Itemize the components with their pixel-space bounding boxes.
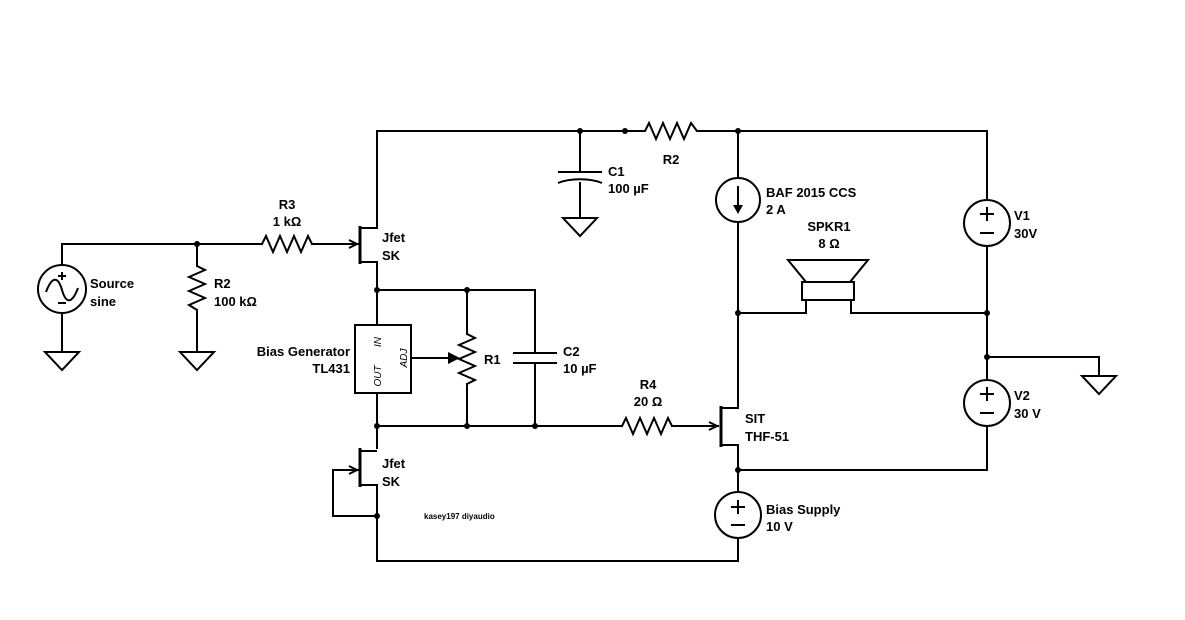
- c1-capacitor-symbol: [557, 171, 603, 184]
- r2-feedback-resistor-symbol: [644, 120, 698, 142]
- r2-input-value-label: 100 kΩ: [214, 294, 257, 309]
- jfet-top-symbol: [348, 226, 377, 264]
- v2-name-label: V2: [1014, 388, 1030, 403]
- v1-value-label: 30V: [1014, 226, 1037, 241]
- bias-generator-name-label: Bias Generator: [257, 344, 350, 359]
- v1-voltage-source-symbol: [963, 199, 1011, 247]
- bias-supply-value-label: 10 V: [766, 519, 793, 534]
- bias-supply-name-label: Bias Supply: [766, 502, 841, 517]
- speaker-symbol: [785, 259, 871, 301]
- r3-name-label: R3: [279, 197, 296, 212]
- ccs-value-label: 2 A: [766, 202, 786, 217]
- ground-symbol-source: [42, 351, 82, 372]
- bias-generator-pin-in: IN: [373, 336, 384, 347]
- c2-value-label: 10 µF: [563, 361, 597, 376]
- c1-value-label: 100 µF: [608, 181, 649, 196]
- ground-symbol-v2: [1079, 375, 1119, 396]
- source-value-label: sine: [90, 294, 116, 309]
- jfet-bottom-symbol: [348, 448, 377, 487]
- v2-voltage-source-symbol: [963, 379, 1011, 427]
- c2-capacitor-symbol: [513, 352, 557, 364]
- r2-feedback-name-label: R2: [663, 152, 680, 167]
- ground-symbol-r2: [177, 351, 217, 372]
- v2-value-label: 30 V: [1014, 406, 1041, 421]
- sit-value-label: THF-51: [745, 429, 789, 444]
- bias-generator-pin-adj: ADJ: [399, 348, 410, 369]
- r4-name-label: R4: [640, 377, 657, 392]
- jfet-top-value-label: SK: [382, 248, 401, 263]
- r1-potentiometer-symbol: [411, 333, 478, 385]
- bias-generator-value-label: TL431: [312, 361, 350, 376]
- ground-symbol-c1: [560, 217, 600, 238]
- r4-value-label: 20 Ω: [634, 394, 663, 409]
- r2-input-resistor-symbol: [186, 265, 208, 311]
- ccs-current-source-symbol: [715, 177, 761, 223]
- sit-name-label: SIT: [745, 411, 765, 426]
- r3-resistor-symbol: [261, 233, 313, 255]
- bias-supply-voltage-source-symbol: [714, 491, 762, 539]
- v1-name-label: V1: [1014, 208, 1030, 223]
- r2-input-name-label: R2: [214, 276, 231, 291]
- wires: [61, 130, 1100, 562]
- ccs-name-label: BAF 2015 CCS: [766, 185, 857, 200]
- source-name-label: Source: [90, 276, 134, 291]
- sit-transistor-symbol: [708, 406, 738, 447]
- r1-name-label: R1: [484, 352, 501, 367]
- bias-generator-pin-out: OUT: [373, 365, 384, 387]
- author-credit: kasey197 diyaudio: [424, 512, 495, 521]
- jfet-bottom-value-label: SK: [382, 474, 401, 489]
- r3-value-label: 1 kΩ: [273, 214, 302, 229]
- c2-name-label: C2: [563, 344, 580, 359]
- c1-name-label: C1: [608, 164, 625, 179]
- jfet-bottom-name-label: Jfet: [382, 456, 406, 471]
- speaker-value-label: 8 Ω: [818, 236, 839, 251]
- junctions: [194, 128, 990, 519]
- sine-source: [37, 264, 87, 314]
- r4-resistor-symbol: [621, 415, 673, 437]
- speaker-name-label: SPKR1: [807, 219, 850, 234]
- jfet-top-name-label: Jfet: [382, 230, 406, 245]
